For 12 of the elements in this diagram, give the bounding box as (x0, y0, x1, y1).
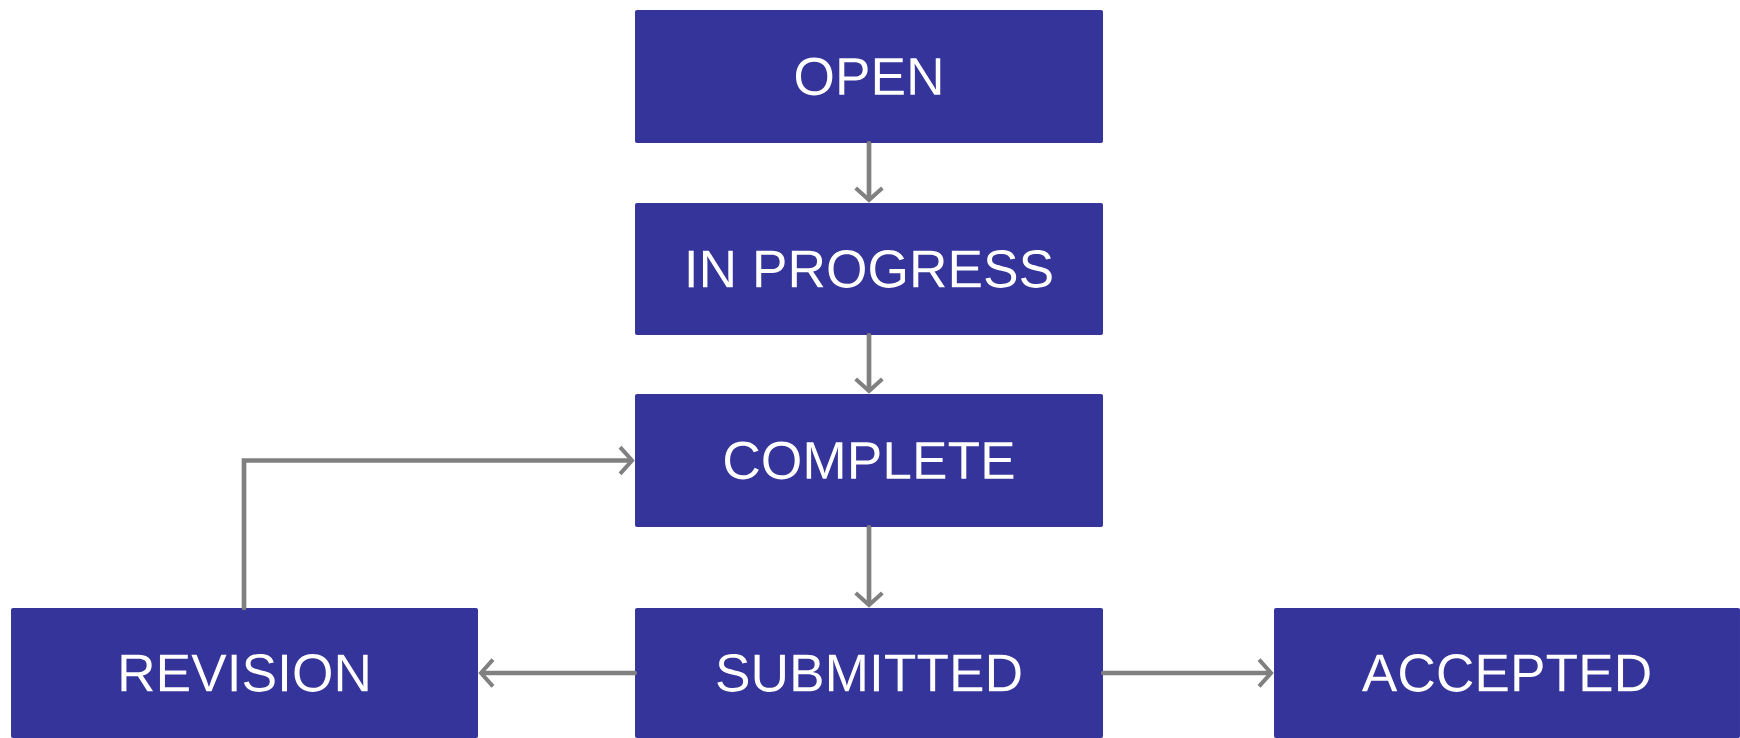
state-box: OPEN (635, 10, 1103, 143)
state-box: REVISION (11, 608, 478, 738)
arrow (1100, 658, 1274, 688)
state-box: COMPLETE (635, 394, 1103, 527)
arrow (854, 332, 884, 394)
state-box: ACCEPTED (1274, 608, 1740, 738)
state-box: IN PROGRESS (635, 203, 1103, 335)
arrow (854, 140, 884, 203)
state-box: SUBMITTED (635, 608, 1103, 738)
arrow (854, 524, 884, 608)
arrow (478, 658, 638, 688)
arrow (241, 445, 635, 611)
